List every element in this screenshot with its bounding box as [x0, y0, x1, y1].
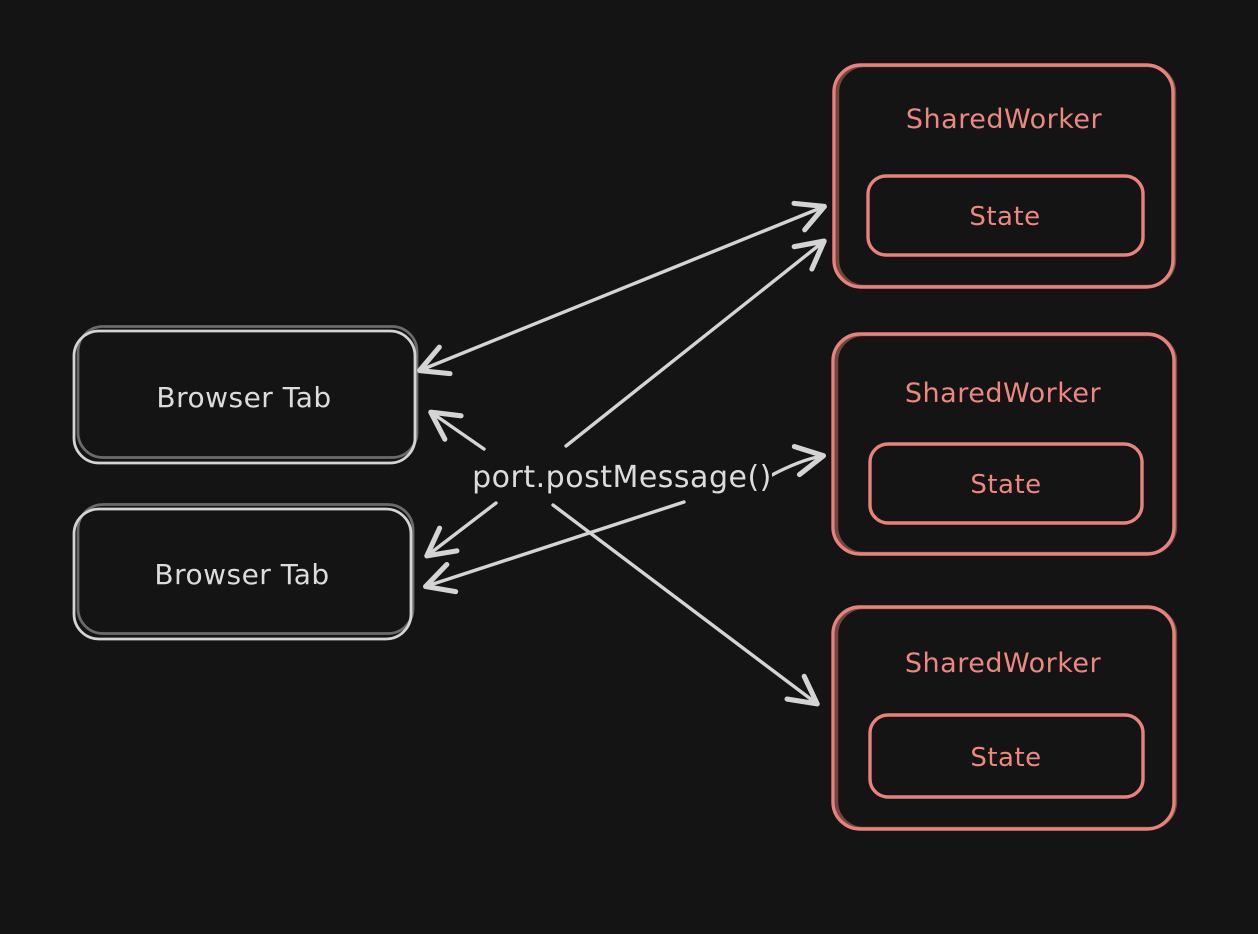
shared-worker-3-label: SharedWorker: [905, 648, 1102, 679]
shared-worker-2-node: SharedWorker State: [831, 332, 1178, 556]
browser-tab-1-node: Browser Tab: [72, 325, 419, 465]
shared-worker-1-label: SharedWorker: [906, 104, 1103, 135]
shared-worker-2-box: [831, 332, 1176, 556]
arrow-postmessage-to-worker2: [768, 443, 827, 478]
arrow-postmessage-to-worker1: [564, 238, 827, 448]
browser-tab-2-label: Browser Tab: [154, 558, 329, 591]
browser-tab-2-box-sketch: [76, 503, 415, 635]
arrows-layer: [417, 200, 827, 707]
shared-worker-1-node: SharedWorker State: [832, 63, 1177, 289]
browser-tab-1-box: [72, 329, 417, 465]
shared-worker-3-node: SharedWorker State: [831, 605, 1178, 831]
browser-tab-1-box-sketch: [76, 325, 419, 459]
arrow-postmessage-to-tab1: [428, 409, 486, 451]
center-label: port.postMessage(): [472, 460, 772, 495]
browser-tab-2-node: Browser Tab: [72, 503, 415, 641]
state-2-box: [868, 442, 1144, 525]
browser-tab-1-label: Browser Tab: [156, 381, 331, 414]
arrow-postmessage-to-tab2-upper: [424, 501, 498, 559]
state-3-box: [868, 713, 1145, 799]
arrow-postmessage-to-tab2-lower: [423, 500, 686, 595]
center-label-group: port.postMessage(): [470, 452, 772, 498]
browser-tab-2-box: [72, 507, 413, 641]
center-label-backdrop: [470, 452, 772, 498]
shared-worker-2-label: SharedWorker: [905, 378, 1102, 409]
state-1-box: [866, 174, 1145, 257]
shared-worker-1-box: [832, 63, 1175, 289]
state-2-label: State: [970, 470, 1041, 500]
arrow-postmessage-to-worker3: [551, 503, 820, 707]
state-3-label: State: [970, 743, 1041, 773]
shared-worker-3-box: [831, 605, 1176, 831]
arrow-tab1-worker1-bidirectional: [417, 200, 827, 377]
state-1-label: State: [969, 202, 1040, 232]
